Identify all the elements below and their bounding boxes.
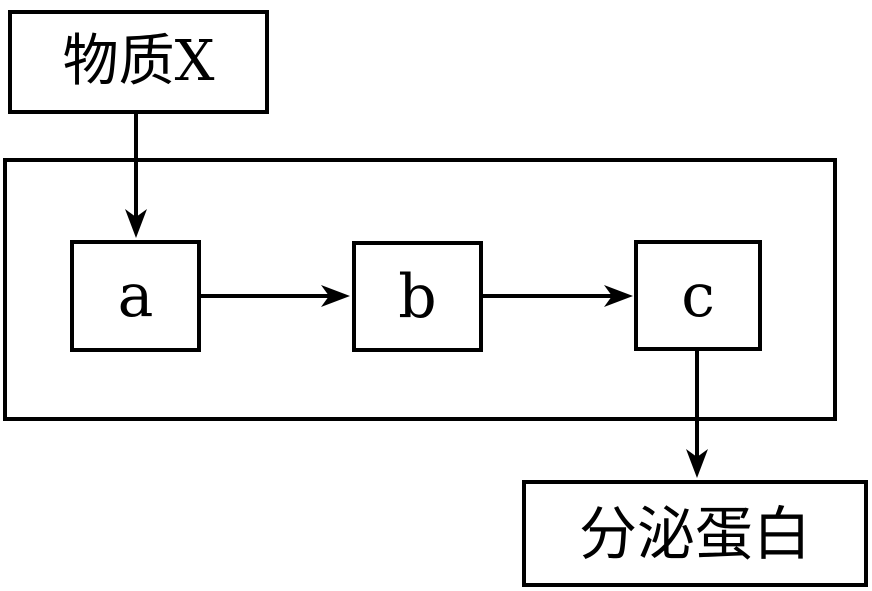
organelle-c-label: c: [681, 260, 715, 331]
substance-x-label: 物质X: [62, 29, 215, 94]
secreted-protein-label: 分泌蛋白: [578, 499, 811, 568]
substance-x-box: 物质X: [8, 10, 269, 114]
organelle-b-label: b: [398, 261, 437, 332]
organelle-a-label: a: [117, 261, 154, 331]
organelle-b-box: b: [352, 241, 483, 352]
organelle-c-box: c: [634, 240, 762, 351]
organelle-a-box: a: [70, 240, 201, 352]
cell-boundary-box: [3, 158, 837, 421]
secreted-protein-box: 分泌蛋白: [522, 480, 868, 587]
